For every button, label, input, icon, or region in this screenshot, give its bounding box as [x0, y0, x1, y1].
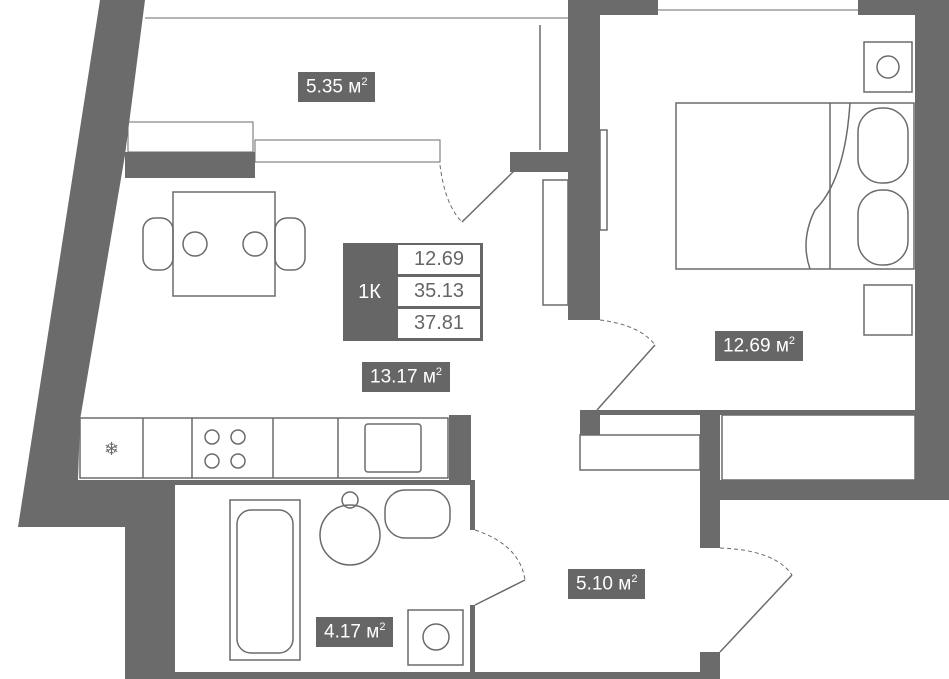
bed	[675, 102, 915, 270]
left-outer-wall	[18, 0, 175, 679]
bedroom-bottom-wall	[720, 480, 949, 500]
living-area: 12.69	[398, 245, 480, 274]
room-area-hallway: 5.10 м2	[568, 569, 646, 600]
top-wall-segment	[568, 0, 658, 15]
kitchen-counter	[79, 417, 449, 479]
column	[449, 415, 471, 485]
room-area-balcony: 5.35 м2	[298, 72, 376, 103]
corridor-wall	[580, 410, 600, 435]
bottom-wall	[175, 672, 715, 679]
bathtub	[229, 499, 301, 661]
bathroom-right-wall-low	[470, 605, 475, 679]
total-with-balcony: 37.81	[398, 309, 480, 338]
wall-stub	[510, 152, 568, 172]
bathroom-right-wall	[470, 485, 475, 530]
top-right-wall	[858, 0, 949, 15]
room-count: 1К	[358, 280, 381, 303]
balcony-right-wall	[568, 0, 600, 320]
total-area: 35.13	[398, 277, 480, 306]
bedroom-wall-line	[600, 410, 915, 415]
balcony-partition-wall	[125, 152, 255, 178]
apartment-summary: 1К 12.69 35.13 37.81	[343, 243, 483, 341]
dining-table	[172, 191, 276, 297]
room-area-kitchen-living: 13.17 м2	[362, 362, 451, 393]
hall-right-wall-top	[700, 415, 720, 548]
bedroom-right-wall	[915, 0, 949, 500]
kitchen-bath-wall	[175, 480, 475, 485]
svg-text:❄: ❄	[104, 439, 119, 459]
room-area-bathroom: 4.17 м2	[316, 617, 394, 648]
room-area-bedroom: 12.69 м2	[715, 331, 804, 362]
